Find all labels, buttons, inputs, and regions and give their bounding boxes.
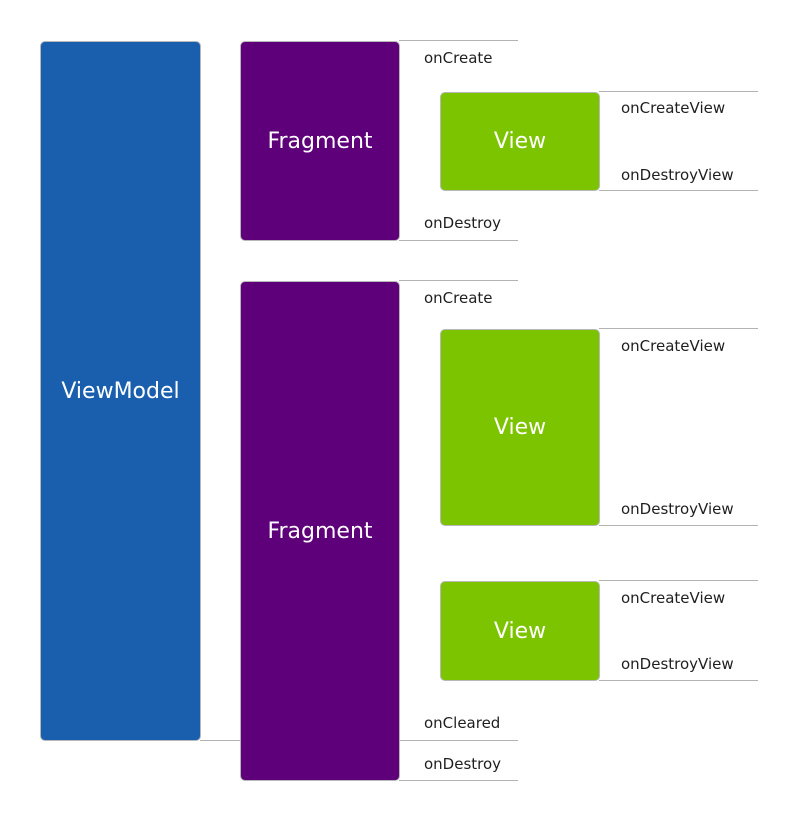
fragment-2-top-line <box>399 280 518 281</box>
fragment-2-bottom-line <box>399 780 518 781</box>
view-3-bottom-line <box>599 680 758 681</box>
fragment-2-label: Fragment <box>267 518 373 544</box>
fragment-2-oncreate-label: onCreate <box>424 289 493 307</box>
view-1-box: View <box>440 92 600 191</box>
fragment-1-ondestroy-label: onDestroy <box>424 214 502 232</box>
viewmodel-label: ViewModel <box>61 378 180 404</box>
view-1-ondestroyview-label: onDestroyView <box>621 166 734 184</box>
fragment-1-oncreate-label: onCreate <box>424 49 493 67</box>
view-2-top-line <box>599 328 758 329</box>
view-3-label: View <box>493 618 547 644</box>
fragment-2-oncleared-label: onCleared <box>424 714 501 732</box>
fragment-1-label: Fragment <box>267 128 373 154</box>
view-1-label: View <box>493 129 547 154</box>
view-1-top-line <box>599 91 758 92</box>
viewmodel-box: ViewModel <box>40 41 201 741</box>
fragment-1-box: Fragment <box>240 41 400 241</box>
view-2-bottom-line <box>599 525 758 526</box>
fragment-2-box: Fragment <box>240 281 400 781</box>
view-3-oncreateview-label: onCreateView <box>621 589 726 607</box>
fragment-2-ondestroy-label: onDestroy <box>424 755 502 773</box>
view-1-oncreateview-label: onCreateView <box>621 99 726 117</box>
view-3-box: View <box>440 581 600 681</box>
viewmodel-connector-line <box>200 740 241 741</box>
fragment-1-top-line <box>399 40 518 41</box>
view-3-top-line <box>599 580 758 581</box>
view-2-label: View <box>493 415 547 440</box>
view-2-box: View <box>440 329 600 526</box>
fragment-1-bottom-line <box>399 240 518 241</box>
view-3-ondestroyview-label: onDestroyView <box>621 655 734 673</box>
view-2-oncreateview-label: onCreateView <box>621 337 726 355</box>
view-2-ondestroyview-label: onDestroyView <box>621 500 734 518</box>
fragment-2-cleared-line <box>399 740 518 741</box>
view-1-bottom-line <box>599 190 758 191</box>
